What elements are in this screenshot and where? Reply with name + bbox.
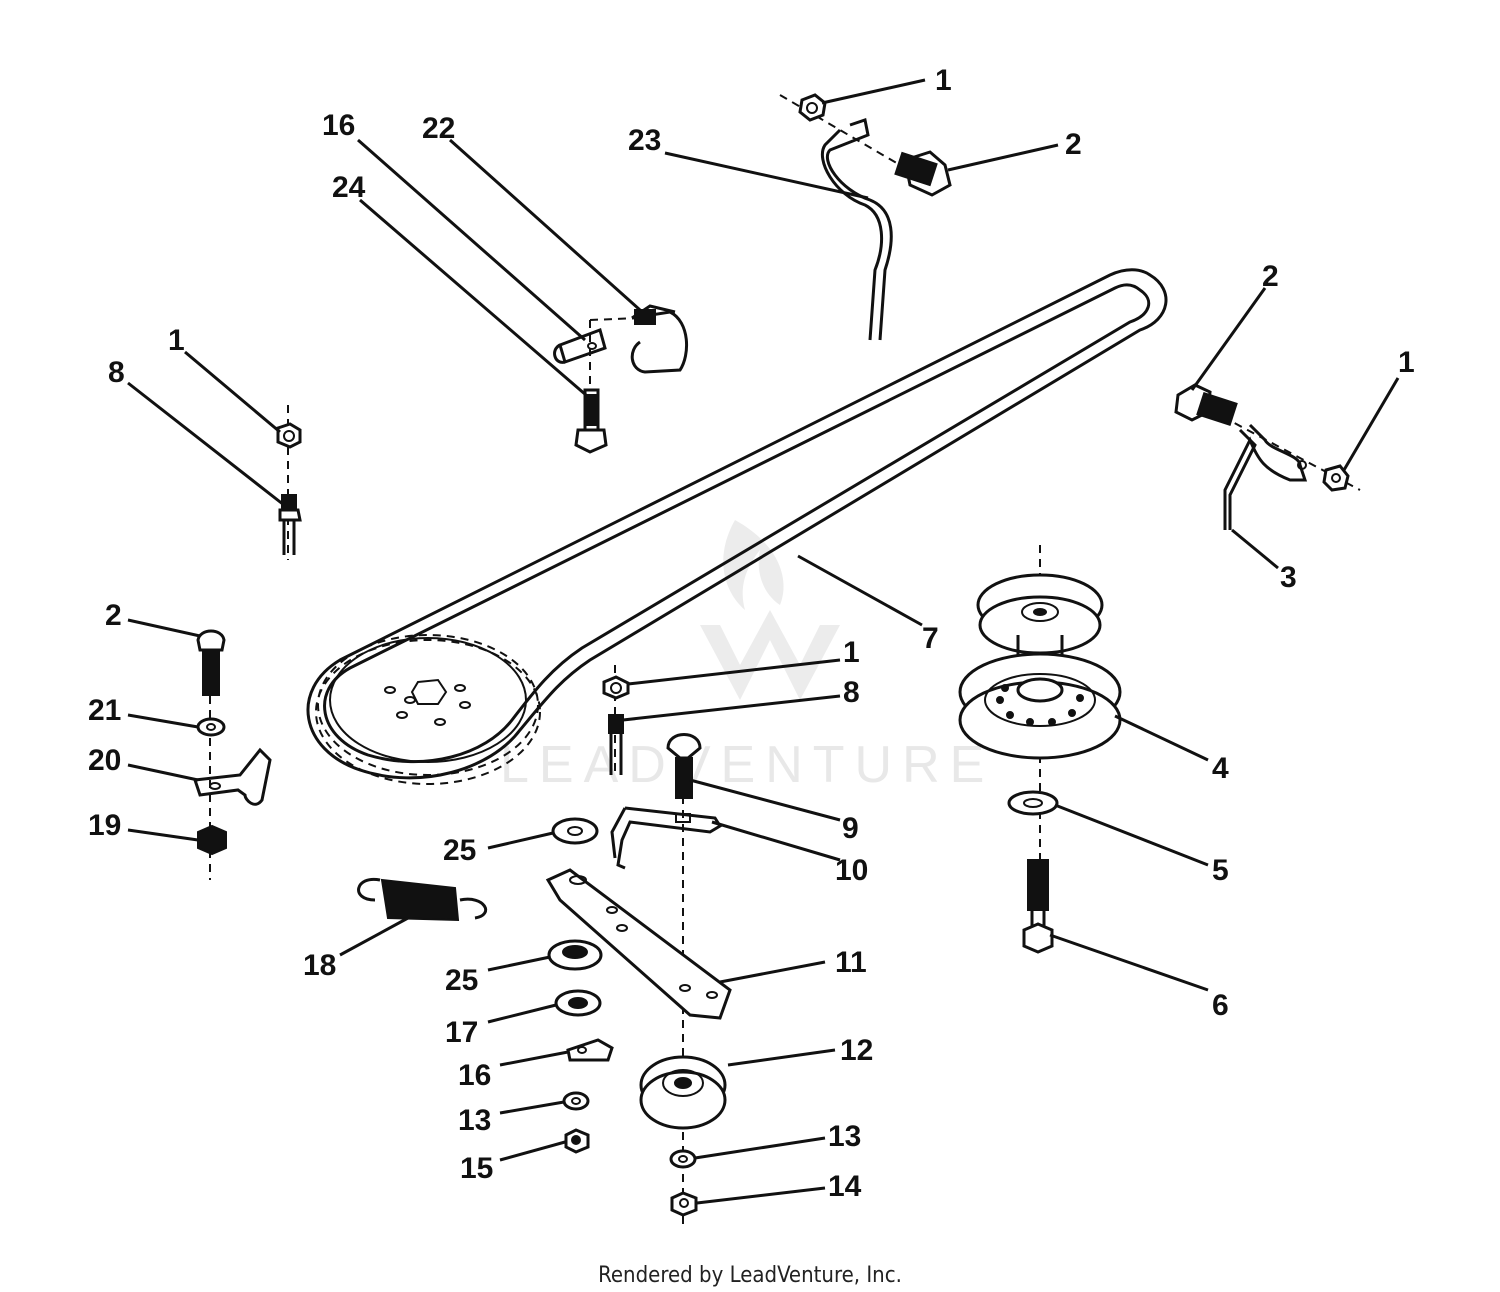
deck-pulley-assembly [958,545,1122,954]
left-idler-bracket [192,629,272,880]
callout-20[interactable]: 20 [88,744,121,777]
callout-8-mid[interactable]: 8 [843,676,860,709]
callout-11[interactable]: 11 [835,946,867,979]
callout-8-left[interactable]: 8 [108,356,125,389]
watermark-text: LEADVENTURE [500,736,994,794]
callout-1-top[interactable]: 1 [935,64,952,97]
callout-15[interactable]: 15 [460,1152,493,1185]
idler-arm-assembly [545,733,732,1230]
callout-14[interactable]: 14 [828,1170,862,1203]
leader-lines [127,78,1400,1205]
callout-16-top[interactable]: 16 [322,109,355,142]
drive-belt [306,268,1168,780]
callout-25-top[interactable]: 25 [443,834,476,867]
callout-10[interactable]: 10 [835,854,868,887]
engine-pulley [315,634,541,785]
callout-2-right[interactable]: 2 [1262,260,1279,293]
callout-2-left[interactable]: 2 [105,599,122,632]
callout-21[interactable]: 21 [88,694,121,727]
callout-19[interactable]: 19 [88,809,121,842]
callout-7[interactable]: 7 [922,622,939,655]
tension-spring [357,877,488,922]
belt-guide-left [553,304,689,454]
callout-16-bottom[interactable]: 16 [458,1059,491,1092]
callout-12[interactable]: 12 [840,1034,873,1067]
callout-1-mid[interactable]: 1 [843,636,860,669]
callout-3[interactable]: 3 [1280,561,1297,594]
leadventure-watermark: LEADVENTURE [500,520,994,794]
callout-13-left[interactable]: 13 [458,1104,491,1137]
callout-22[interactable]: 22 [422,112,455,145]
callout-4[interactable]: 4 [1212,752,1229,785]
belt-guide-right [1174,383,1361,530]
footer-credit: Rendered by LeadVenture, Inc. [598,1263,902,1288]
callout-13-right[interactable]: 13 [828,1120,861,1153]
callout-6[interactable]: 6 [1212,989,1229,1022]
callout-9[interactable]: 9 [842,812,859,845]
callout-23[interactable]: 23 [628,124,661,157]
callout-17[interactable]: 17 [445,1016,478,1049]
callout-2-top[interactable]: 2 [1065,128,1082,161]
belt-guide-top [779,93,952,341]
callout-18[interactable]: 18 [303,949,336,982]
callout-labels: 1 2 23 16 22 24 1 8 2 1 3 7 2 21 20 19 1… [88,64,1415,1203]
callout-5[interactable]: 5 [1212,854,1229,887]
center-stud-assembly [602,665,630,775]
callout-25-bottom[interactable]: 25 [445,964,478,997]
callout-1-right[interactable]: 1 [1398,346,1415,379]
callout-24[interactable]: 24 [332,171,366,204]
callout-1-left[interactable]: 1 [168,324,185,357]
left-stud-assembly [276,405,302,560]
